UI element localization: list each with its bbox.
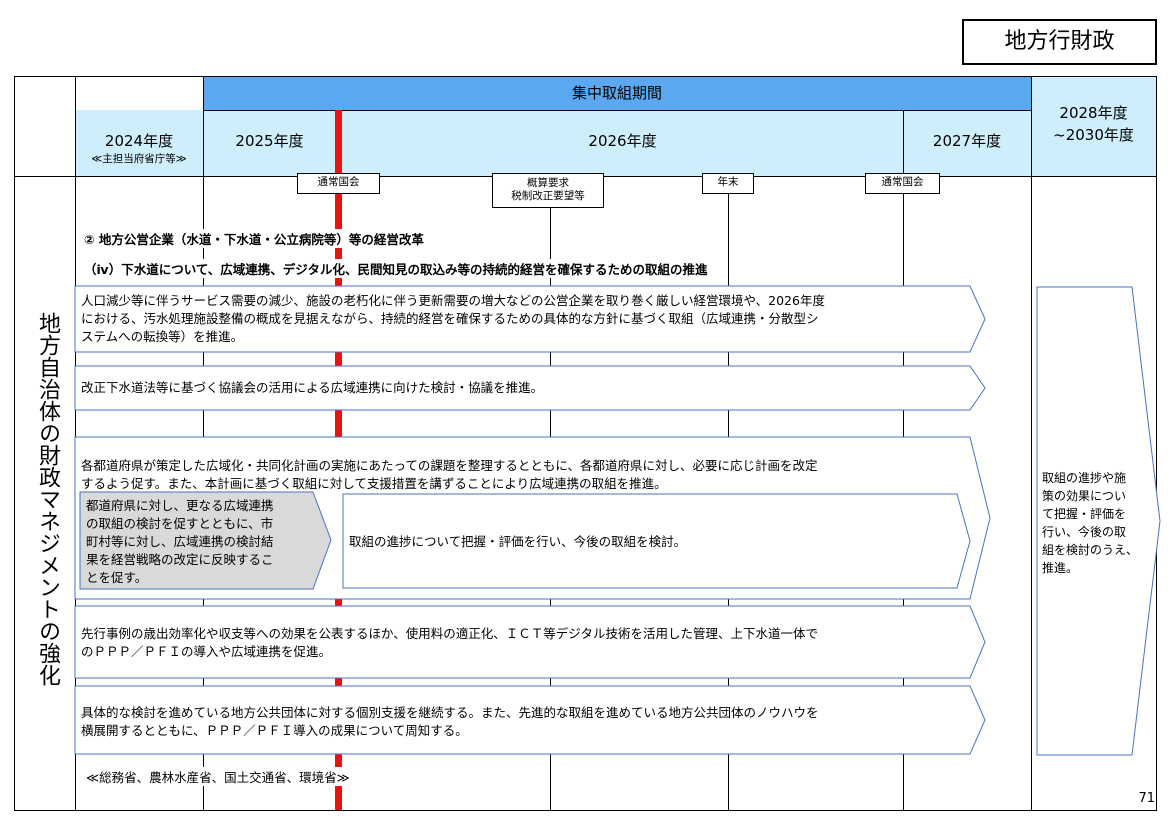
section-title: ② 地方公営企業（水道・下水道・公立病院等）等の経営改革 (84, 229, 427, 248)
arrow-3-line: 各都道府県が策定した広域化・共同化計画の実施にあたっての課題を整理するとともに、… (81, 458, 818, 473)
category-tag: 地方行財政 (962, 19, 1157, 65)
table-frame (14, 76, 1157, 811)
arrow-3-gray-line: 町村等に対し、広域連携の検討結 (86, 534, 274, 549)
arrow-1-text: 人口減少等に伴うサービス需要の減少、施設の老朽化に伴う更新需要の増大などの公営企… (81, 292, 971, 346)
ministries-label: ≪総務省、農林水産省、国土交通省、環境省≫ (86, 767, 350, 786)
arrow-5-line: 具体的な検討を進めている地方公共団体に対する個別支援を継続する。また、先進的な取… (81, 705, 819, 720)
header-year-2028: 2028年度 (1059, 104, 1128, 122)
arrow-4-text: 先行事例の歳出効率化や収支等への効果を公表するほか、使用料の適正化、ＩＣＴ等デジ… (81, 625, 971, 661)
header-year-2024: 2024年度 (104, 132, 174, 150)
arrow-3-inner-shape (342, 493, 971, 589)
arrow-2-line: 改正下水道法等に基づく協議会の活用による広域連携に向けた検討・協議を推進。 (81, 380, 544, 395)
header-year-2026: 2026年度 (588, 132, 657, 150)
arrow-1-shape (74, 285, 986, 353)
arrow-2-text: 改正下水道法等に基づく協議会の活用による広域連携に向けた検討・協議を推進。 (81, 379, 971, 397)
arrow-right-text: 取組の進捗や施 策の効果につい て把握・評価を 行い、今後の取 組を検討のうえ、… (1042, 469, 1152, 577)
arrow-4-line: 先行事例の歳出効率化や収支等への効果を公表するほか、使用料の適正化、ＩＣＴ等デジ… (81, 626, 819, 641)
left-row-label: 地方自治体の財政マネジメントの強化 (35, 312, 60, 686)
marker-budget-request: 概算要求 税制改正要望等 (492, 173, 604, 208)
marker-diet-2026: 通常国会 (865, 173, 940, 194)
timeline-red-bar-header (335, 110, 342, 176)
marker-budget-request-line1: 概算要求 (527, 177, 569, 189)
arrow-right-line: 取組の進捗や施 (1042, 471, 1127, 485)
header-year-2028-cell (1031, 76, 1156, 176)
arrow-3-line: するよう促す。また、本計画に基づく取組に対して支援措置を講ずることにより広域連携… (81, 476, 667, 491)
header-year-2027: 2027年度 (932, 132, 1002, 150)
arrow-3-gray-line: とを促す。 (86, 570, 148, 585)
arrow-right-line: 組を検討のうえ、 (1042, 543, 1139, 557)
arrow-2-shape (74, 365, 986, 411)
arrow-5-text: 具体的な検討を進めている地方公共団体に対する個別支援を継続する。また、先進的な取… (81, 704, 971, 740)
arrow-5-line: 横展開するとともに、ＰＰＰ／ＰＦＩ導入の成果について周知する。 (81, 723, 468, 738)
col-line-2027 (903, 110, 904, 176)
arrow-3-gray-text: 都道府県に対し、更なる広域連携 の取組の検討を促すとともに、市 町村等に対し、広… (86, 497, 316, 587)
arrow-5-shape (74, 685, 986, 755)
arrow-3-text: 各都道府県が策定した広域化・共同化計画の実施にあたっての課題を整理するとともに、… (81, 457, 971, 493)
arrow-right-line: 推進。 (1042, 561, 1079, 575)
arrow-1-line: ステムへの転換等）を推進。 (81, 329, 244, 344)
arrow-3-gray-line: 都道府県に対し、更なる広域連携 (86, 498, 274, 513)
marker-year-end: 年末 (702, 173, 754, 194)
arrow-right-line: て把握・評価を (1042, 507, 1127, 521)
arrow-right-line: 行い、今後の取 (1042, 525, 1127, 539)
header-year-2024-ministry: ≪主担当府省庁等≫ (91, 153, 187, 165)
arrow-3-gray-shape (79, 491, 332, 590)
header-period-label: 集中取組期間 (571, 84, 662, 102)
arrow-3-inner-line: 取組の進捗について把握・評価を行い、今後の取組を検討。 (349, 534, 687, 549)
arrow-4-shape (74, 605, 986, 679)
arrow-3-gray-line: 果を経営戦略の改定に反映するこ (86, 552, 274, 567)
page-number: 71 (1138, 791, 1155, 806)
marker-budget-request-line2: 税制改正要望等 (511, 190, 585, 202)
period-divider (203, 110, 1031, 111)
header-year-2025: 2025年度 (235, 132, 304, 150)
arrow-4-line: のＰＰＰ／ＰＦＩの導入や広域連携を促進。 (81, 644, 332, 659)
col-line-right (1031, 76, 1032, 811)
marker-diet-2025: 通常国会 (297, 173, 380, 194)
arrow-3-gray-line: の取組の検討を促すとともに、市 (86, 516, 274, 531)
header-period-bar (203, 76, 1031, 110)
header-year-2024-cell (75, 110, 203, 176)
header-year-2030: ~2030年度 (1053, 126, 1134, 144)
arrow-right-line: 策の効果につい (1042, 489, 1127, 503)
arrow-right-shape (1036, 286, 1161, 756)
arrow-3-inner-text: 取組の進捗について把握・評価を行い、今後の取組を検討。 (349, 533, 949, 551)
subsection-title: （ⅳ）下水道について、広域連携、デジタル化、民間知見の取込み等の持続的経営を確保… (84, 259, 711, 278)
arrow-1-line: 人口減少等に伴うサービス需要の減少、施設の老朽化に伴う更新需要の増大などの公営企… (81, 293, 825, 308)
arrow-1-line: における、汚水処理施設整備の概成を見据えながら、持続的経営を確保するための具体的… (81, 311, 819, 326)
